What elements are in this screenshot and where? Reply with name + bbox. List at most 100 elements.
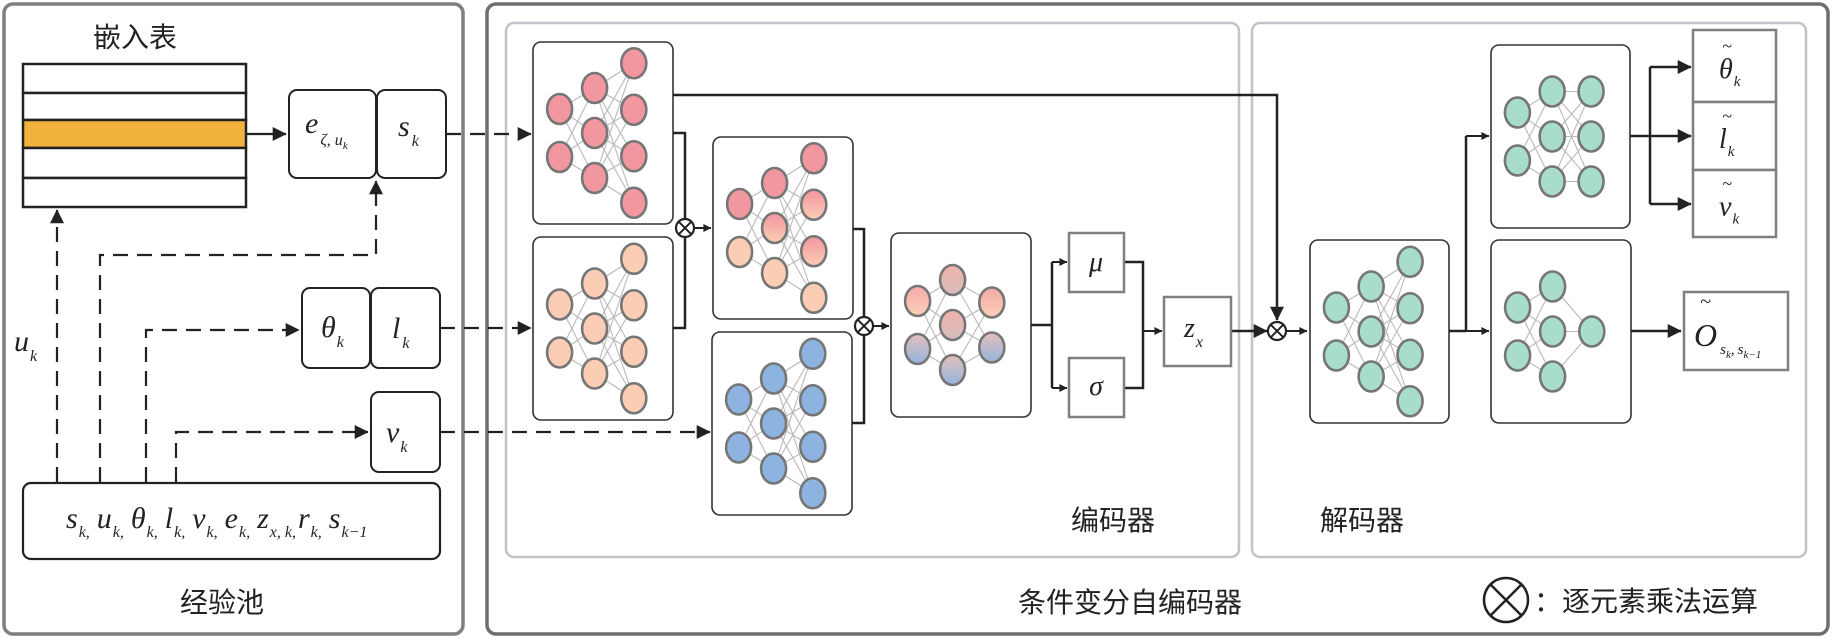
pool-item-symbol: e [225, 502, 238, 535]
neuron-node [619, 381, 648, 415]
neuron-node [938, 308, 967, 342]
neuron-node [580, 71, 609, 105]
neuron-node [1357, 315, 1385, 348]
o-tilde: ~ [1700, 291, 1711, 313]
neuron-node [545, 288, 574, 321]
network-edge [773, 378, 814, 494]
neuron-node [799, 281, 828, 315]
decoder-outputs: ~θk~lk~vk [1691, 28, 1778, 239]
pool-item-subscript: k, [239, 524, 250, 541]
encoder-net-latent [890, 232, 1032, 418]
output-theta-box: ~θk [1691, 28, 1778, 104]
theta-symbol: θ [321, 311, 336, 344]
pool-item-symbol: u [97, 502, 112, 535]
decoder-panel [1250, 21, 1808, 559]
o-output-box [1682, 290, 1790, 372]
u-label: uk [14, 325, 38, 365]
neuron-node [799, 234, 828, 268]
u-label-symbol: u [14, 325, 29, 358]
pool-item-subscript: k, [113, 524, 124, 541]
elementwise-multiply-icon [1266, 320, 1288, 342]
o-subscript-k1: k [1726, 349, 1732, 361]
neuron-node [977, 331, 1006, 364]
pool-item-subscript: x, k, [269, 524, 296, 541]
o-symbol: O [1694, 317, 1717, 353]
s-symbol: s [398, 110, 410, 143]
neuron-node [1538, 75, 1566, 108]
encoder-panel [504, 21, 1241, 559]
decoder-net-main [1309, 239, 1450, 424]
neuron-node [1357, 270, 1385, 303]
neuron-node [759, 362, 788, 395]
neuron-node [619, 46, 648, 80]
output-symbol: l [1719, 124, 1727, 155]
output-v-box: ~vk [1691, 168, 1778, 239]
pool-item-symbol: s [66, 502, 78, 535]
v-symbol: v [386, 416, 400, 449]
neuron-node [545, 140, 574, 174]
output-symbol: v [1719, 192, 1732, 223]
neuron-node [1538, 360, 1567, 393]
legend-multiply-icon [1482, 576, 1530, 624]
experience-pool-title: 经验池 [180, 586, 264, 619]
neuron-node [1538, 120, 1566, 153]
e-subscript: ζ, u [320, 132, 342, 149]
experience-pool-tuple: sk,uk,θk,lk,vk,ek,zx, k,rk,sk−1 [66, 502, 367, 541]
network-edge [594, 87, 635, 203]
e-subsubscript: k [343, 140, 349, 152]
output-label: lk [1719, 124, 1735, 160]
pool-item-symbol: θ [131, 502, 146, 535]
embedding-row [21, 176, 248, 209]
neuron-node [799, 188, 828, 222]
output-box-frame [1691, 100, 1778, 172]
sigma-box [1067, 356, 1126, 419]
pool-item-subscript: k, [79, 524, 90, 541]
output-subscript: k [1732, 212, 1739, 228]
neuron-node [760, 211, 789, 245]
decoder-label: 解码器 [1320, 504, 1404, 537]
embedding-row [21, 62, 248, 95]
s-subscript: k [412, 133, 420, 150]
output-label: θk [1719, 54, 1741, 90]
output-subscript: k [1734, 74, 1741, 90]
neuron-node [1503, 291, 1532, 324]
neuron-node [903, 284, 932, 318]
decoder-net-reward [1490, 239, 1632, 424]
v-box [370, 391, 441, 473]
neuron-node [1396, 245, 1424, 279]
neuron-node [724, 431, 753, 464]
pool-item-subscript: k−1 [341, 524, 367, 541]
e-label: eζ, uk [305, 107, 349, 152]
neuron-node [798, 383, 827, 417]
neuron-node [580, 116, 609, 150]
pool-item-symbol: r [298, 502, 310, 535]
pool-item-subscript: k, [311, 524, 322, 541]
neuron-node [759, 452, 788, 485]
mu-to-z [1124, 260, 1145, 390]
pool-item-symbol: s [329, 502, 341, 535]
cvae-panel [485, 2, 1830, 636]
experience-pool-panel [2, 2, 465, 636]
neuron-node [1396, 291, 1424, 325]
theta-label: θk [321, 311, 345, 351]
neuron-node [1577, 120, 1605, 153]
neuron-node [1396, 384, 1424, 418]
encoder-net-theta-l [532, 236, 674, 421]
embedding-table-title: 嵌入表 [93, 21, 177, 54]
v-label: vk [386, 416, 408, 456]
neuron-node [760, 166, 789, 200]
o-subscript-s1: s [1720, 342, 1726, 358]
v-dashed-arrow [174, 425, 369, 482]
neuron-node [903, 332, 932, 366]
theta-subscript: k [337, 334, 345, 351]
neuron-node [798, 337, 827, 371]
neuron-node [938, 353, 967, 387]
output-box-frame [1691, 28, 1778, 104]
neuron-node [938, 263, 967, 297]
embedding-row-selected [21, 118, 248, 150]
output-label: vk [1719, 192, 1739, 228]
neuron-node [1577, 75, 1605, 108]
elementwise-multiply-icon [853, 315, 875, 337]
